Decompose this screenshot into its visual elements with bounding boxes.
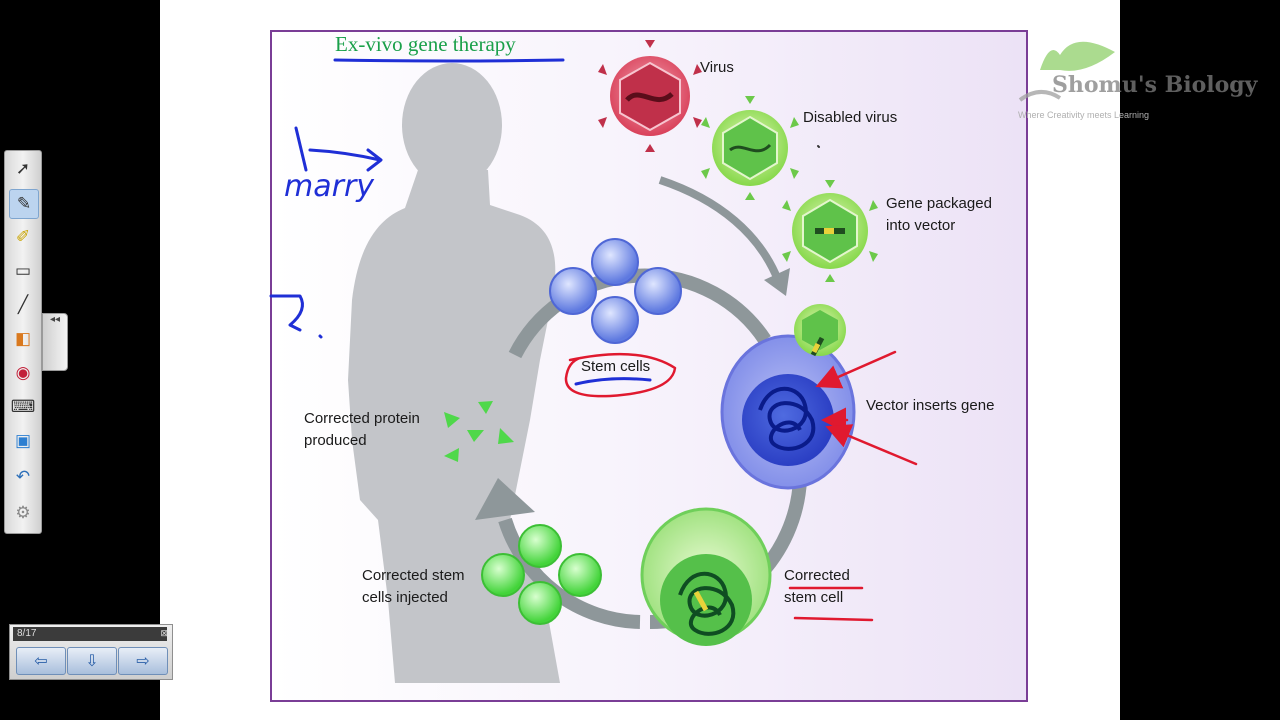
corrected-stem-cell [640,507,772,646]
select-icon[interactable]: ➚ [15,159,31,178]
collapse-icon: ◂◂ [49,314,61,325]
label-disabled-virus: Disabled virus [803,109,898,126]
toolbar-collapse-handle[interactable]: ◂◂ [42,313,68,371]
close-icon[interactable]: ⊠ [160,628,168,638]
watermark-brand: Shomu's Biology [1052,72,1258,98]
notes-icon[interactable]: ▣ [14,431,32,450]
label-corrected-stem-cell-2: stem cell [784,589,844,606]
watermark-logo [1018,41,1115,102]
page-count: 8/17 [13,627,167,641]
next-page-button[interactable]: ⇨ [118,647,168,675]
page-navigator: 8/17 ⊠ ⇦ ⇩ ⇨ [9,624,173,680]
label-corrected-stem-cell-1: Corrected [784,567,850,584]
label-gene-packaged-1: Gene packaged [886,195,992,212]
label-injected-1: Corrected stem [362,567,465,584]
label-gene-packaged-2: into vector [886,217,956,234]
label-injected-2: cells injected [362,589,448,606]
keyboard-icon[interactable]: ⌨ [10,397,36,416]
pen-icon[interactable]: ✎ [9,189,39,219]
target-stem-cell [720,304,856,490]
label-stem-cells: Stem cells [581,358,651,375]
fill-icon[interactable]: ◉ [15,363,31,382]
slide-title: Ex-vivo gene therapy [335,32,516,56]
undo-icon[interactable]: ↶ [15,467,31,486]
highlighter-icon[interactable]: ✐ [15,227,31,246]
annotation-toolbar: ➚ ✎ ✐ ▭ ╱ ◧ ◉ ⌨ ▣ ↶ ⚙ [4,150,42,534]
top-arrowhead [764,268,790,296]
injected-cells-cluster [481,524,602,625]
prev-page-button[interactable]: ⇦ [16,647,66,675]
top-curved-arrow [658,176,782,282]
cycle-arrowhead-left [475,478,535,520]
label-virus: Virus [700,59,734,76]
handwritten-ink [269,58,918,622]
label-corrected-protein-1: Corrected protein [304,410,420,427]
page-menu-button[interactable]: ⇩ [67,647,117,675]
handwritten-marry: marry [284,169,375,204]
line-icon[interactable]: ╱ [17,295,29,314]
label-corrected-protein-2: produced [304,432,367,449]
settings-icon[interactable]: ⚙ [15,503,31,522]
disabled-virus [701,96,799,200]
watermark-tagline: Where Creativity meets Learning [1018,110,1150,120]
stem-cells-cluster [549,238,682,344]
gene-packaged-vector [782,180,878,282]
virus-particle [598,40,702,152]
protein-triangles [444,401,514,462]
label-vector-inserts-gene: Vector inserts gene [866,397,995,414]
eraser-icon[interactable]: ▭ [14,261,32,280]
shapes-icon[interactable]: ◧ [14,329,32,348]
